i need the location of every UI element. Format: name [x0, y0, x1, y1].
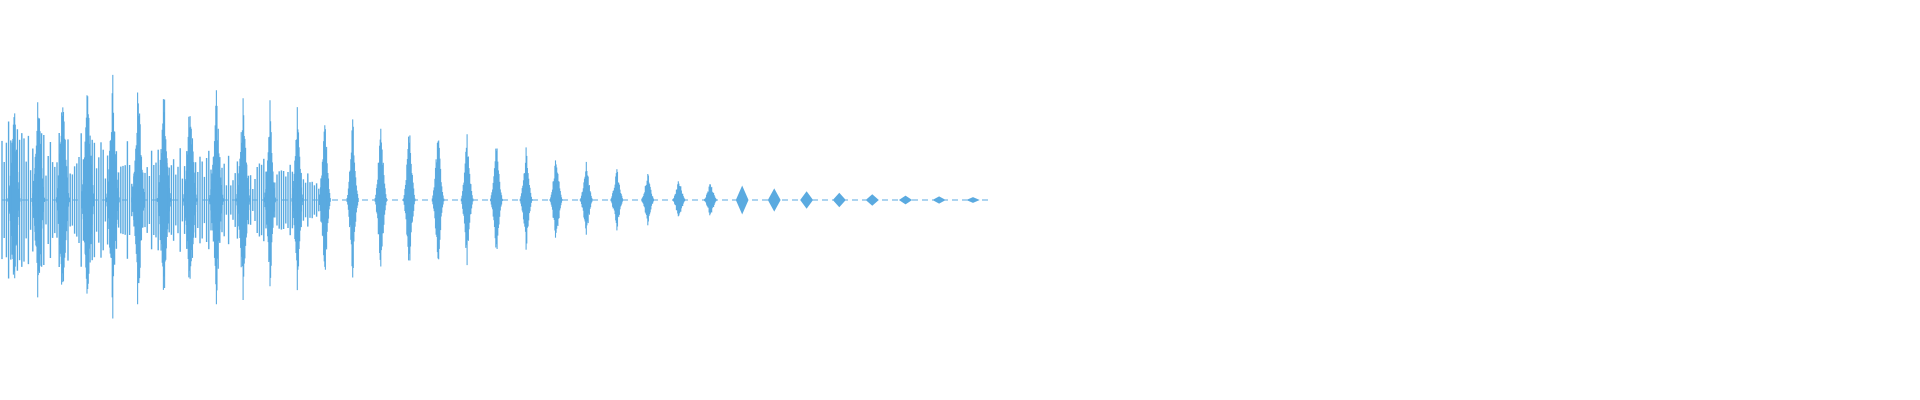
waveform-burst: [291, 107, 304, 291]
waveform-burst: [735, 185, 749, 215]
waveform-burst: [641, 174, 655, 226]
waveform-burst: [403, 135, 416, 261]
waveform-burst: [346, 119, 359, 278]
waveform-burst: [610, 169, 624, 231]
waveform-burst: [490, 148, 503, 249]
waveform-burst: [374, 128, 387, 267]
waveform-burst: [767, 188, 781, 212]
waveform-burst: [7, 113, 21, 279]
waveform-burst: [80, 95, 95, 294]
waveform-burst: [55, 107, 70, 285]
waveform-burst: [898, 195, 913, 205]
waveform-burst: [235, 98, 251, 300]
waveform-burst: [209, 90, 224, 305]
waveform-burst: [832, 192, 846, 208]
waveform-burst: [131, 92, 146, 305]
waveform-burst: [932, 196, 946, 204]
waveform-burst: [264, 100, 276, 287]
waveform-burst: [549, 160, 563, 238]
waveform-burst: [182, 116, 198, 279]
waveform-burst: [703, 184, 718, 216]
waveform-burst: [865, 194, 879, 206]
waveform-burst: [460, 134, 474, 266]
waveform-burst: [800, 191, 814, 209]
waveform-burst: [31, 102, 46, 298]
waveform-burst: [156, 99, 172, 290]
waveform-burst: [318, 125, 331, 270]
waveform-burst: [105, 74, 120, 319]
waveform-burst: [966, 197, 980, 203]
waveform-burst: [519, 147, 533, 250]
waveform-burst: [579, 161, 593, 235]
waveform-burst: [431, 140, 445, 260]
waveform-burst: [672, 181, 686, 217]
